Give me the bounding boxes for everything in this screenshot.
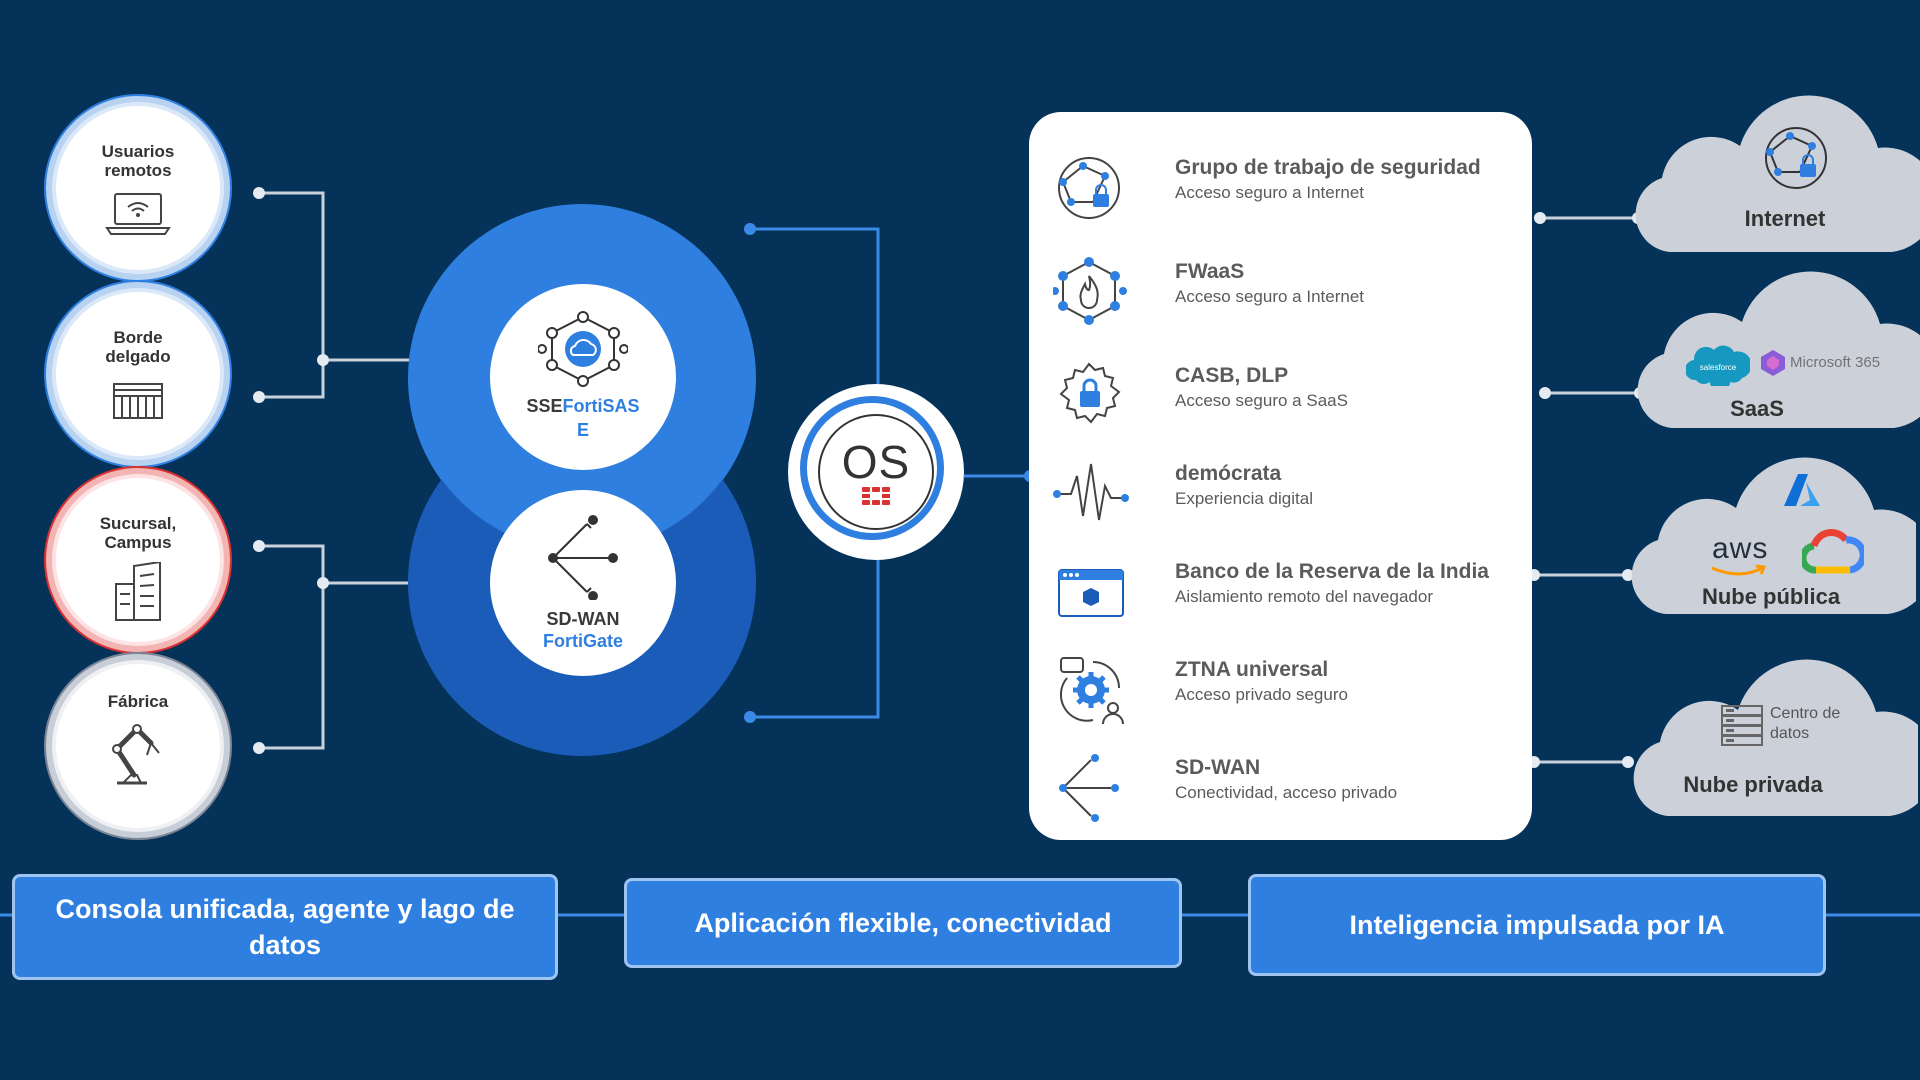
service-desc: Experiencia digital bbox=[1175, 489, 1313, 508]
cloud-shape bbox=[1631, 457, 1916, 614]
service-item[interactable]: SD-WAN Conectividad, acceso privado bbox=[1053, 748, 1523, 828]
service-desc: Conectividad, acceso privado bbox=[1175, 783, 1398, 802]
destination-label: SaaS bbox=[1730, 396, 1784, 421]
destination-public-cloud[interactable]: aws Nube pública bbox=[1626, 448, 1916, 618]
destination-label: Nube pública bbox=[1701, 584, 1841, 609]
source-thin-edge[interactable]: Borde delgado bbox=[52, 288, 224, 460]
sse-brand: FortiSAS bbox=[562, 396, 640, 416]
sse-prefix: SSE bbox=[526, 396, 563, 416]
network-branch-icon bbox=[548, 515, 618, 600]
os-hub-ring bbox=[800, 396, 944, 540]
sse-node[interactable]: SSEFortiSAS E bbox=[490, 284, 676, 470]
service-name: demócrata bbox=[1175, 462, 1282, 485]
aws-logo-label: aws bbox=[1712, 532, 1769, 565]
firewall-hex-icon bbox=[1053, 257, 1127, 325]
gear-user-icon bbox=[1059, 657, 1124, 725]
bottom-box-ai[interactable]: Inteligencia impulsada por IA bbox=[1248, 874, 1826, 976]
service-item[interactable]: Banco de la Reserva de la India Aislamie… bbox=[1053, 552, 1523, 632]
service-item[interactable]: ZTNA universal Acceso privado seguro bbox=[1053, 650, 1523, 730]
destination-saas[interactable]: salesforce Microsoft 365 SaaS bbox=[1632, 262, 1920, 432]
network-branch-icon bbox=[1059, 754, 1119, 822]
sse-brand-suffix: E bbox=[576, 420, 589, 440]
os-label: OS bbox=[841, 436, 911, 488]
google-cloud-icon bbox=[1802, 529, 1864, 574]
source-factory[interactable]: Fábrica bbox=[52, 660, 224, 832]
globe-lock-icon bbox=[1765, 127, 1827, 189]
server-rack-icon bbox=[1721, 705, 1763, 746]
bottom-box-console[interactable]: Consola unificada, agente y lago de dato… bbox=[12, 874, 558, 980]
microsoft-365-label: Microsoft 365 bbox=[1790, 354, 1881, 371]
source-label: Borde delgado bbox=[105, 328, 171, 366]
laptop-wifi-icon bbox=[105, 193, 171, 235]
source-label: Usuarios remotos bbox=[101, 142, 175, 180]
globe-lock-icon bbox=[1058, 157, 1120, 219]
service-name: FWaaS bbox=[1175, 260, 1245, 283]
destination-internet[interactable]: Internet bbox=[1630, 86, 1920, 256]
sdwan-node[interactable]: SD-WAN FortiGate bbox=[490, 490, 676, 676]
service-desc: Acceso privado seguro bbox=[1175, 685, 1348, 704]
microsoft-365-icon bbox=[1761, 350, 1785, 376]
aws-smile-icon bbox=[1711, 564, 1767, 576]
svg-text:salesforce: salesforce bbox=[1700, 363, 1737, 372]
destination-private-cloud[interactable]: Centro de datos Nube privada bbox=[1628, 650, 1918, 820]
destination-label: Nube privada bbox=[1683, 772, 1823, 797]
browser-window-icon bbox=[1058, 569, 1124, 617]
source-remote-users[interactable]: Usuarios remotos bbox=[52, 102, 224, 274]
destination-label: Internet bbox=[1744, 206, 1826, 231]
waveform-icon bbox=[1053, 463, 1129, 521]
service-desc: Acceso seguro a SaaS bbox=[1175, 391, 1348, 410]
service-name: CASB, DLP bbox=[1175, 364, 1289, 387]
services-panel: Grupo de trabajo de seguridad Acceso seg… bbox=[1029, 112, 1532, 840]
datacenter-label: Centro de datos bbox=[1770, 705, 1841, 742]
salesforce-logo-icon: salesforce bbox=[1686, 345, 1750, 386]
os-hub[interactable]: OS bbox=[788, 384, 964, 560]
robot-arm-icon bbox=[112, 724, 160, 785]
sse-label: SSEFortiSAS E bbox=[526, 395, 639, 443]
gear-lock-icon bbox=[1059, 362, 1121, 424]
os-hub-core: OS bbox=[818, 414, 934, 530]
cloud-shape bbox=[1637, 271, 1920, 428]
building-icon bbox=[115, 562, 161, 621]
source-branch-campus[interactable]: Sucursal, Campus bbox=[52, 474, 224, 646]
service-desc: Acceso seguro a Internet bbox=[1175, 287, 1365, 306]
source-label: Fábrica bbox=[107, 692, 169, 711]
service-item[interactable]: demócrata Experiencia digital bbox=[1053, 454, 1523, 534]
service-desc: Aislamiento remoto del navegador bbox=[1175, 587, 1433, 606]
azure-logo-icon bbox=[1784, 474, 1820, 506]
service-item[interactable]: CASB, DLP Acceso seguro a SaaS bbox=[1053, 356, 1523, 436]
service-item[interactable]: FWaaS Acceso seguro a Internet bbox=[1053, 252, 1523, 332]
cloud-hex-network-icon bbox=[538, 311, 628, 387]
service-name: Banco de la Reserva de la India bbox=[1175, 560, 1489, 583]
service-name: SD-WAN bbox=[1175, 756, 1261, 779]
service-desc: Acceso seguro a Internet bbox=[1175, 183, 1365, 202]
fortinet-logo-icon bbox=[862, 487, 890, 505]
source-label: Sucursal, Campus bbox=[99, 514, 177, 552]
sdwan-brand: FortiGate bbox=[542, 631, 623, 651]
bottom-box-application[interactable]: Aplicación flexible, conectividad bbox=[624, 878, 1182, 968]
service-name: Grupo de trabajo de seguridad bbox=[1175, 156, 1481, 179]
service-name: ZTNA universal bbox=[1175, 658, 1329, 681]
sdwan-title: SD-WAN bbox=[546, 609, 620, 629]
cloud-shape bbox=[1633, 659, 1918, 816]
storefront-icon bbox=[113, 383, 163, 419]
service-item[interactable]: Grupo de trabajo de seguridad Acceso seg… bbox=[1053, 148, 1523, 228]
